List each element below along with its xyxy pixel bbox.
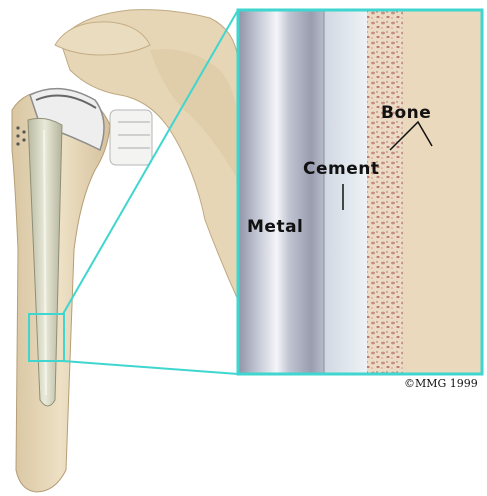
callout-magnified-view bbox=[238, 10, 482, 374]
bone-region bbox=[400, 10, 482, 374]
metal-label: Metal bbox=[247, 217, 303, 237]
metal-region bbox=[238, 10, 324, 374]
bone-label: Bone bbox=[381, 103, 431, 123]
trabecular-region bbox=[365, 10, 403, 374]
callout-connector-bottom bbox=[63, 361, 238, 374]
copyright-text: ©MMG 1999 bbox=[404, 377, 478, 390]
glenoid-component bbox=[110, 110, 152, 165]
cement-region bbox=[322, 10, 367, 374]
cement-label: Cement bbox=[303, 159, 379, 179]
